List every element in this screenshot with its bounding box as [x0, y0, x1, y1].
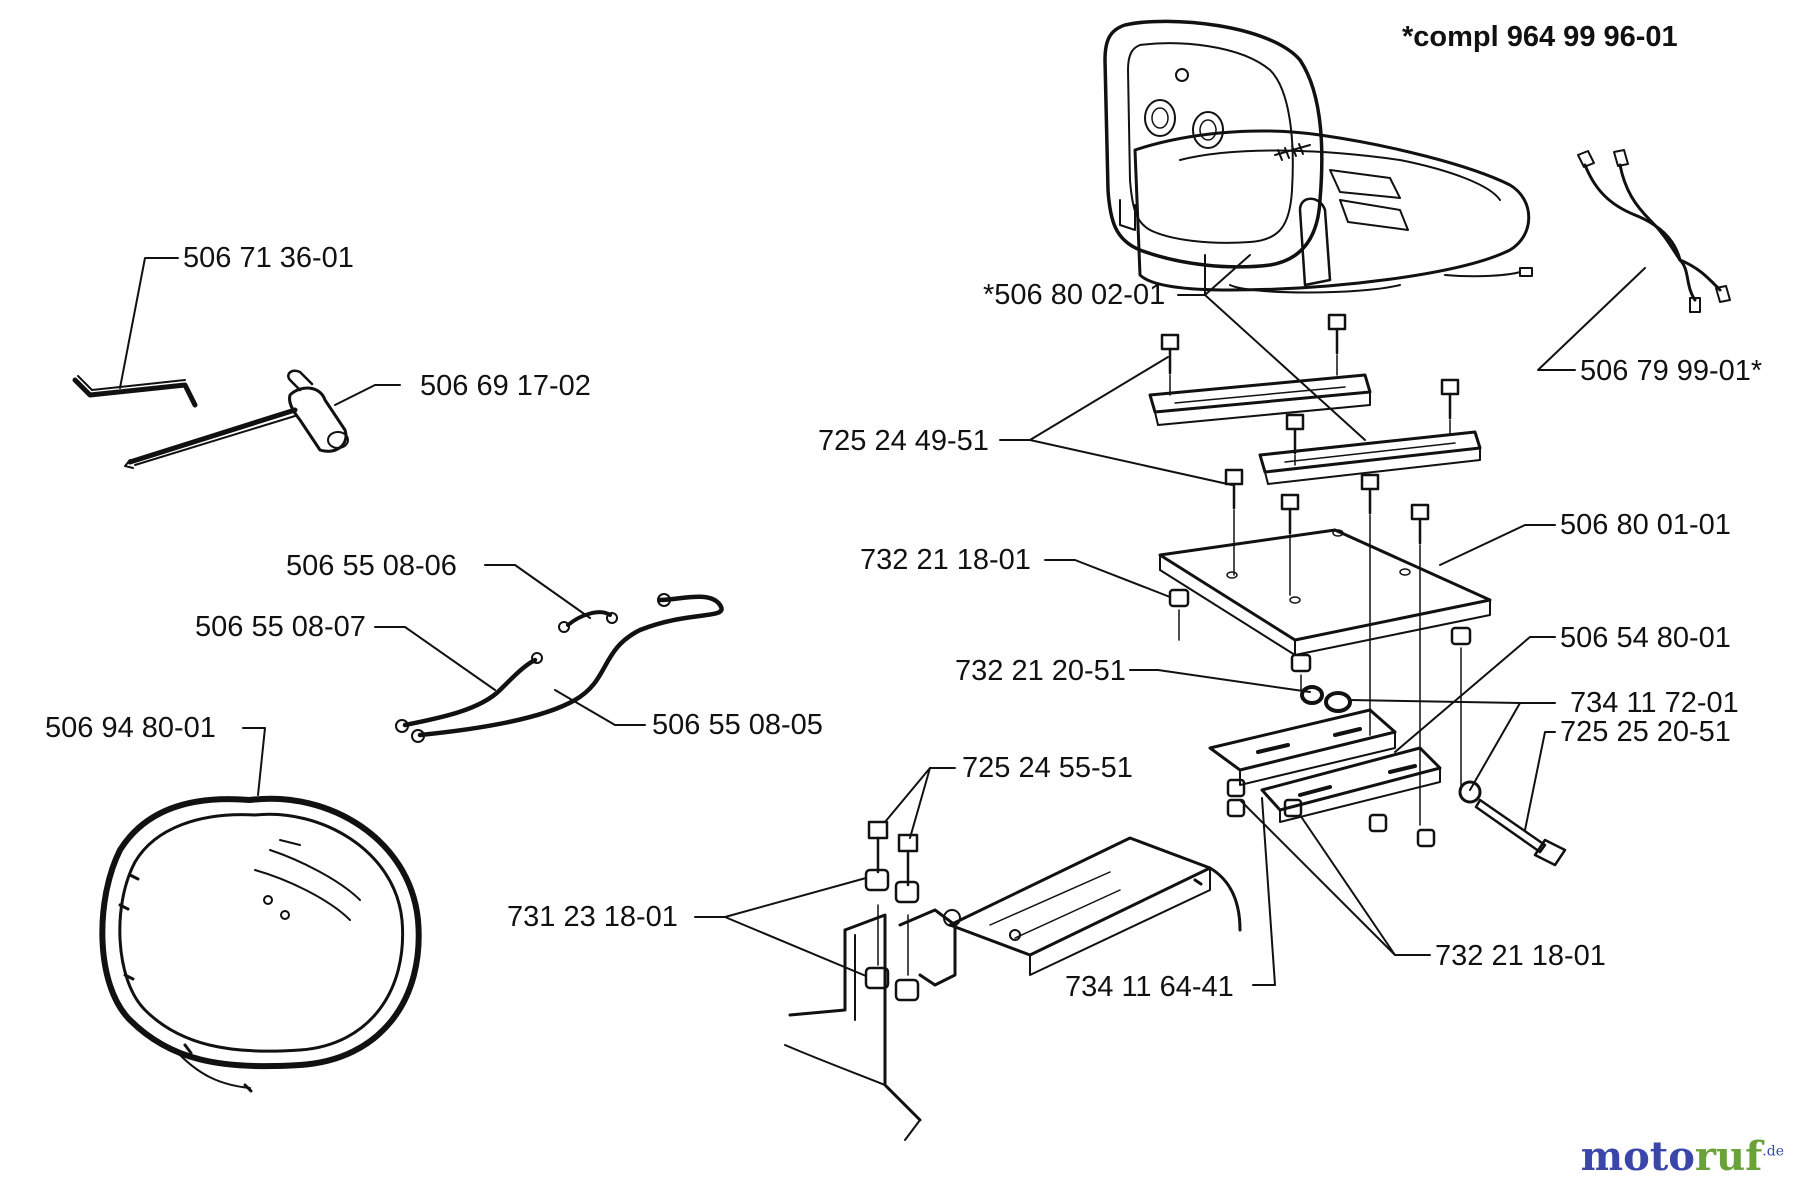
- part-label-nut-top: 732 21 18-01: [860, 544, 1031, 576]
- part-label-bolt-lower: 725 24 55-51: [962, 752, 1133, 784]
- complete-assembly-label: *compl 964 99 96-01: [1402, 21, 1678, 53]
- wiring-harness-drawing: [102, 799, 418, 1091]
- part-label-long-bolt: 725 25 20-51: [1560, 716, 1731, 748]
- mounting-plate: [1160, 530, 1490, 655]
- tractor-frame-drawing: [785, 838, 1240, 1140]
- l-wrench-drawing: [75, 376, 195, 405]
- leader-lines: [120, 255, 1645, 985]
- part-label-y-wire: 506 79 99-01*: [1580, 355, 1763, 387]
- mounting-bolts-lower: [866, 822, 918, 1000]
- t-socket-wrench-drawing: [125, 371, 348, 468]
- nuts-and-washers: [1170, 590, 1480, 846]
- part-label-l-wrench: 506 71 36-01: [183, 242, 354, 274]
- mounting-bolts-upper: [1162, 315, 1458, 543]
- part-label-cable-05: 506 55 08-05: [652, 709, 823, 741]
- seat-rails: [1150, 375, 1480, 484]
- part-label-cable-07: 506 55 08-07: [195, 611, 366, 643]
- motoruf-logo: motoruf.de: [1580, 1133, 1784, 1180]
- part-label-washer: 732 21 20-51: [955, 655, 1126, 687]
- part-label-bracket: 506 54 80-01: [1560, 622, 1731, 654]
- part-label-pin: 734 11 72-01: [1570, 687, 1739, 719]
- part-label-t-socket: 506 69 17-02: [420, 370, 591, 402]
- seat-brackets: [1210, 710, 1440, 822]
- part-label-harness: 506 94 80-01: [45, 712, 216, 744]
- assembly-lines: [878, 355, 1461, 975]
- part-label-bolt-upper: 725 24 49-51: [818, 425, 989, 457]
- part-label-plate: 506 80 01-01: [1560, 509, 1731, 541]
- battery-cables-drawing: [396, 594, 722, 742]
- part-label-seat: *506 80 02-01: [983, 279, 1166, 311]
- part-label-nut-lower: 731 23 18-01: [507, 901, 678, 933]
- y-wire-drawing: [1578, 150, 1730, 312]
- part-label-spring: 734 11 64-41: [1065, 971, 1234, 1003]
- part-label-nut-bottom: 732 21 18-01: [1435, 940, 1606, 972]
- seat-drawing: [1105, 21, 1532, 292]
- part-label-cable-06: 506 55 08-06: [286, 550, 457, 582]
- long-bolt-drawing: [1476, 800, 1565, 865]
